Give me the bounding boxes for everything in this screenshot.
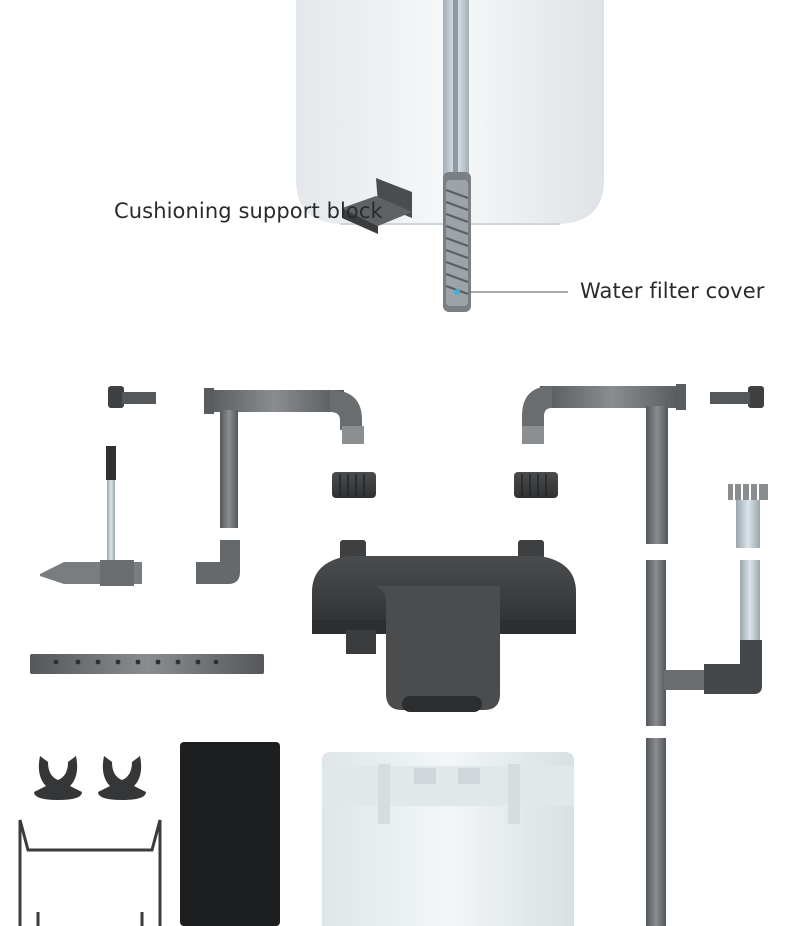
hose-nut-right bbox=[514, 472, 558, 498]
elbow-connector bbox=[196, 540, 240, 584]
suction-cup-clips bbox=[34, 756, 146, 800]
intake-tube bbox=[443, 0, 469, 180]
filter-sponge-insert bbox=[180, 742, 280, 926]
t-junction-valve bbox=[664, 560, 762, 694]
hose-clamp-right bbox=[710, 386, 764, 408]
cushioning-support-block bbox=[342, 178, 412, 234]
outlet-pipe-bend bbox=[204, 388, 364, 528]
intake-strainer-cover bbox=[443, 172, 471, 312]
filter-head-lid bbox=[312, 540, 576, 712]
filter-canister-body bbox=[322, 752, 574, 926]
inlet-pipe-bend bbox=[522, 384, 686, 544]
strainer-basket bbox=[728, 484, 768, 548]
spray-bar bbox=[30, 654, 264, 674]
hose-nut-left bbox=[332, 472, 376, 498]
air-venturi-nozzle bbox=[40, 446, 142, 586]
hanging-bracket bbox=[18, 819, 162, 926]
cushioning-support-block-label: Cushioning support block bbox=[114, 199, 383, 223]
hose-clamp-left bbox=[108, 386, 156, 408]
intake-extension-pipes bbox=[646, 560, 666, 926]
water-filter-cover-label: Water filter cover bbox=[580, 279, 765, 303]
